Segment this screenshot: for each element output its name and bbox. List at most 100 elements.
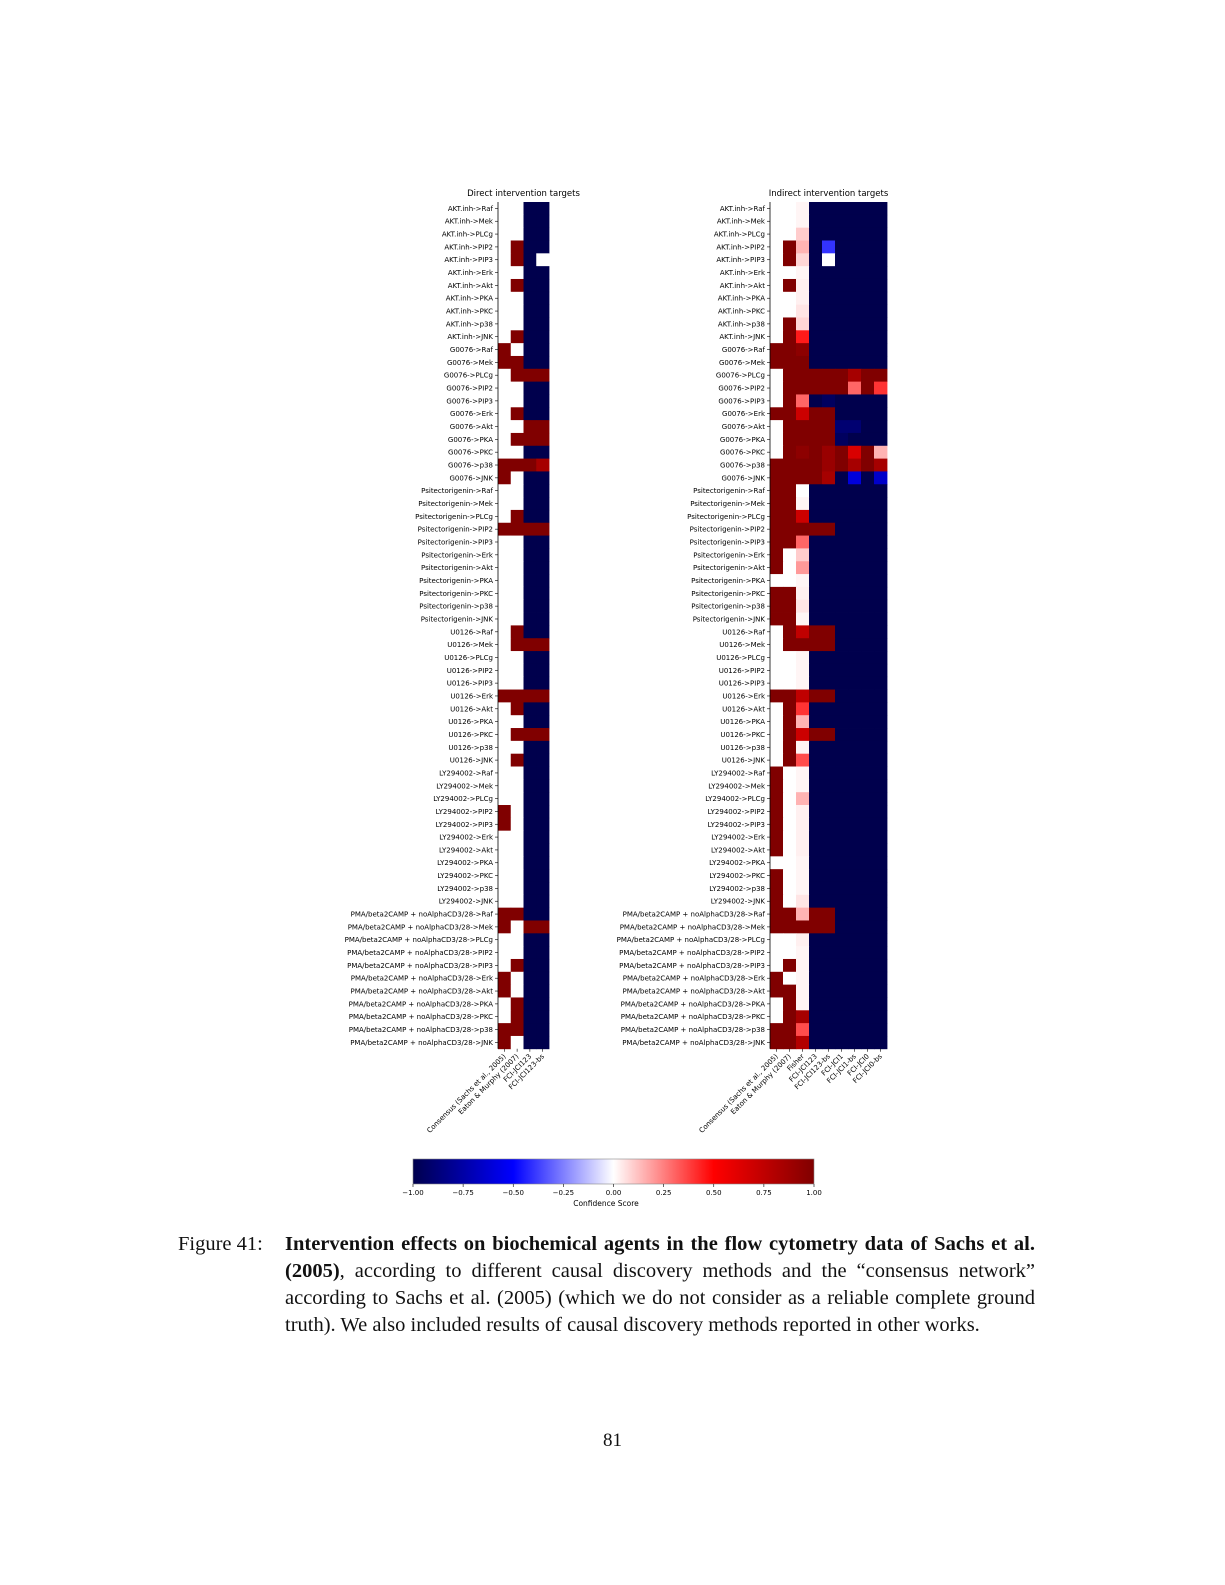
row-label: Psitectorigenin->PIP3 [418, 538, 493, 546]
heatmap-cell [523, 291, 537, 306]
heatmap-cell [510, 420, 524, 434]
heatmap-cell [796, 689, 810, 703]
heatmap-cell [796, 497, 810, 511]
heatmap-cell [498, 445, 512, 459]
heatmap-cell [835, 958, 849, 973]
heatmap-cell [770, 1035, 784, 1050]
row-label: Psitectorigenin->PIP2 [418, 526, 493, 534]
heatmap-cell [861, 625, 875, 639]
heatmap-cell [783, 355, 797, 370]
row-label: U0126->PKA [448, 718, 493, 726]
heatmap-cell [809, 920, 823, 934]
heatmap-title: Indirect intervention targets [769, 189, 889, 199]
heatmap-cell [809, 355, 823, 370]
row-label: Psitectorigenin->PIP2 [690, 526, 765, 534]
row-label: U0126->PKC [720, 731, 765, 739]
row-label: AKT.inh->Erk [448, 269, 494, 277]
heatmap-cell [510, 253, 524, 267]
heatmap-cell [822, 869, 836, 883]
heatmap-cell [796, 933, 810, 947]
heatmap-cell [783, 432, 797, 447]
heatmap-cell [848, 920, 862, 934]
heatmap-cell [848, 278, 862, 293]
heatmap-cell [861, 548, 875, 562]
heatmap-cell [770, 651, 784, 665]
heatmap-cell [835, 663, 849, 678]
heatmap-cell [783, 304, 797, 318]
row-label: LY294002->Erk [439, 834, 494, 842]
heatmap-cell [835, 971, 849, 986]
heatmap-cell [848, 651, 862, 665]
heatmap-cell [822, 907, 836, 921]
heatmap-cell [835, 330, 849, 344]
heatmap-cell [874, 805, 888, 819]
row-label: G0076->PKC [720, 449, 765, 457]
heatmap-cell [770, 304, 784, 318]
heatmap-cell [874, 381, 888, 395]
heatmap-cell [770, 291, 784, 306]
heatmap-cell [536, 291, 550, 306]
heatmap-cell [822, 574, 836, 588]
heatmap-cell [796, 445, 810, 459]
heatmap-cell [848, 304, 862, 318]
heatmap-cell [796, 317, 810, 331]
heatmap-cell [874, 830, 888, 844]
row-label: AKT.inh->PKC [718, 308, 765, 316]
heatmap-cell [874, 407, 888, 421]
heatmap-cell [536, 227, 550, 241]
heatmap-cell [848, 368, 862, 383]
row-label: AKT.inh->Raf [720, 205, 766, 213]
heatmap-cell [510, 343, 524, 357]
row-label: AKT.inh->Raf [448, 205, 494, 213]
heatmap-cell [523, 958, 537, 973]
row-label: LY294002->PKA [437, 859, 493, 867]
heatmap-cell [835, 728, 849, 742]
heatmap-cell [861, 881, 875, 896]
heatmap-cell [498, 548, 512, 562]
heatmap-cell [523, 214, 537, 229]
heatmap-cell [796, 920, 810, 934]
heatmap-cell [523, 445, 537, 459]
heatmap-cell [809, 805, 823, 819]
heatmap-cell [796, 805, 810, 819]
row-label: G0076->Raf [450, 346, 494, 354]
heatmap-cell [523, 484, 537, 498]
heatmap-cell [536, 984, 550, 998]
heatmap-cell [783, 586, 797, 601]
heatmap-cell [835, 509, 849, 524]
heatmap-cell [822, 946, 836, 960]
heatmap-cell [874, 984, 888, 998]
heatmap-cell [861, 1010, 875, 1024]
heatmap-cell [523, 548, 537, 562]
heatmap-cell [510, 728, 524, 742]
heatmap-cell [835, 471, 849, 485]
heatmap-cell [770, 728, 784, 742]
heatmap-cell [835, 304, 849, 318]
heatmap-cell [498, 330, 512, 344]
heatmap-cell [498, 817, 512, 832]
heatmap-cell [874, 894, 888, 909]
heatmap-cell [783, 291, 797, 306]
heatmap-cell [835, 522, 849, 536]
row-label: LY294002->PLCg [705, 795, 765, 803]
heatmap-cell [796, 817, 810, 832]
heatmap-cell [848, 240, 862, 254]
heatmap-cell [822, 240, 836, 254]
heatmap-cell [498, 291, 512, 306]
heatmap-cell [848, 227, 862, 241]
row-label: AKT.inh->PIP3 [444, 256, 493, 264]
heatmap-cell [796, 830, 810, 844]
heatmap-cell [770, 484, 784, 498]
heatmap-cell [536, 240, 550, 254]
heatmap-cell [498, 1023, 512, 1037]
heatmap-cell [835, 792, 849, 806]
heatmap-cell [770, 663, 784, 678]
heatmap-cell [770, 548, 784, 562]
heatmap-cell [809, 907, 823, 921]
heatmap-cell [796, 702, 810, 716]
heatmap-cell [770, 599, 784, 613]
heatmap-cell [510, 830, 524, 844]
row-label: PMA/beta2CAMP + noAlphaCD3/28->PIP3 [619, 962, 765, 970]
heatmap-cell [835, 933, 849, 947]
row-label: AKT.inh->Akt [720, 282, 766, 290]
